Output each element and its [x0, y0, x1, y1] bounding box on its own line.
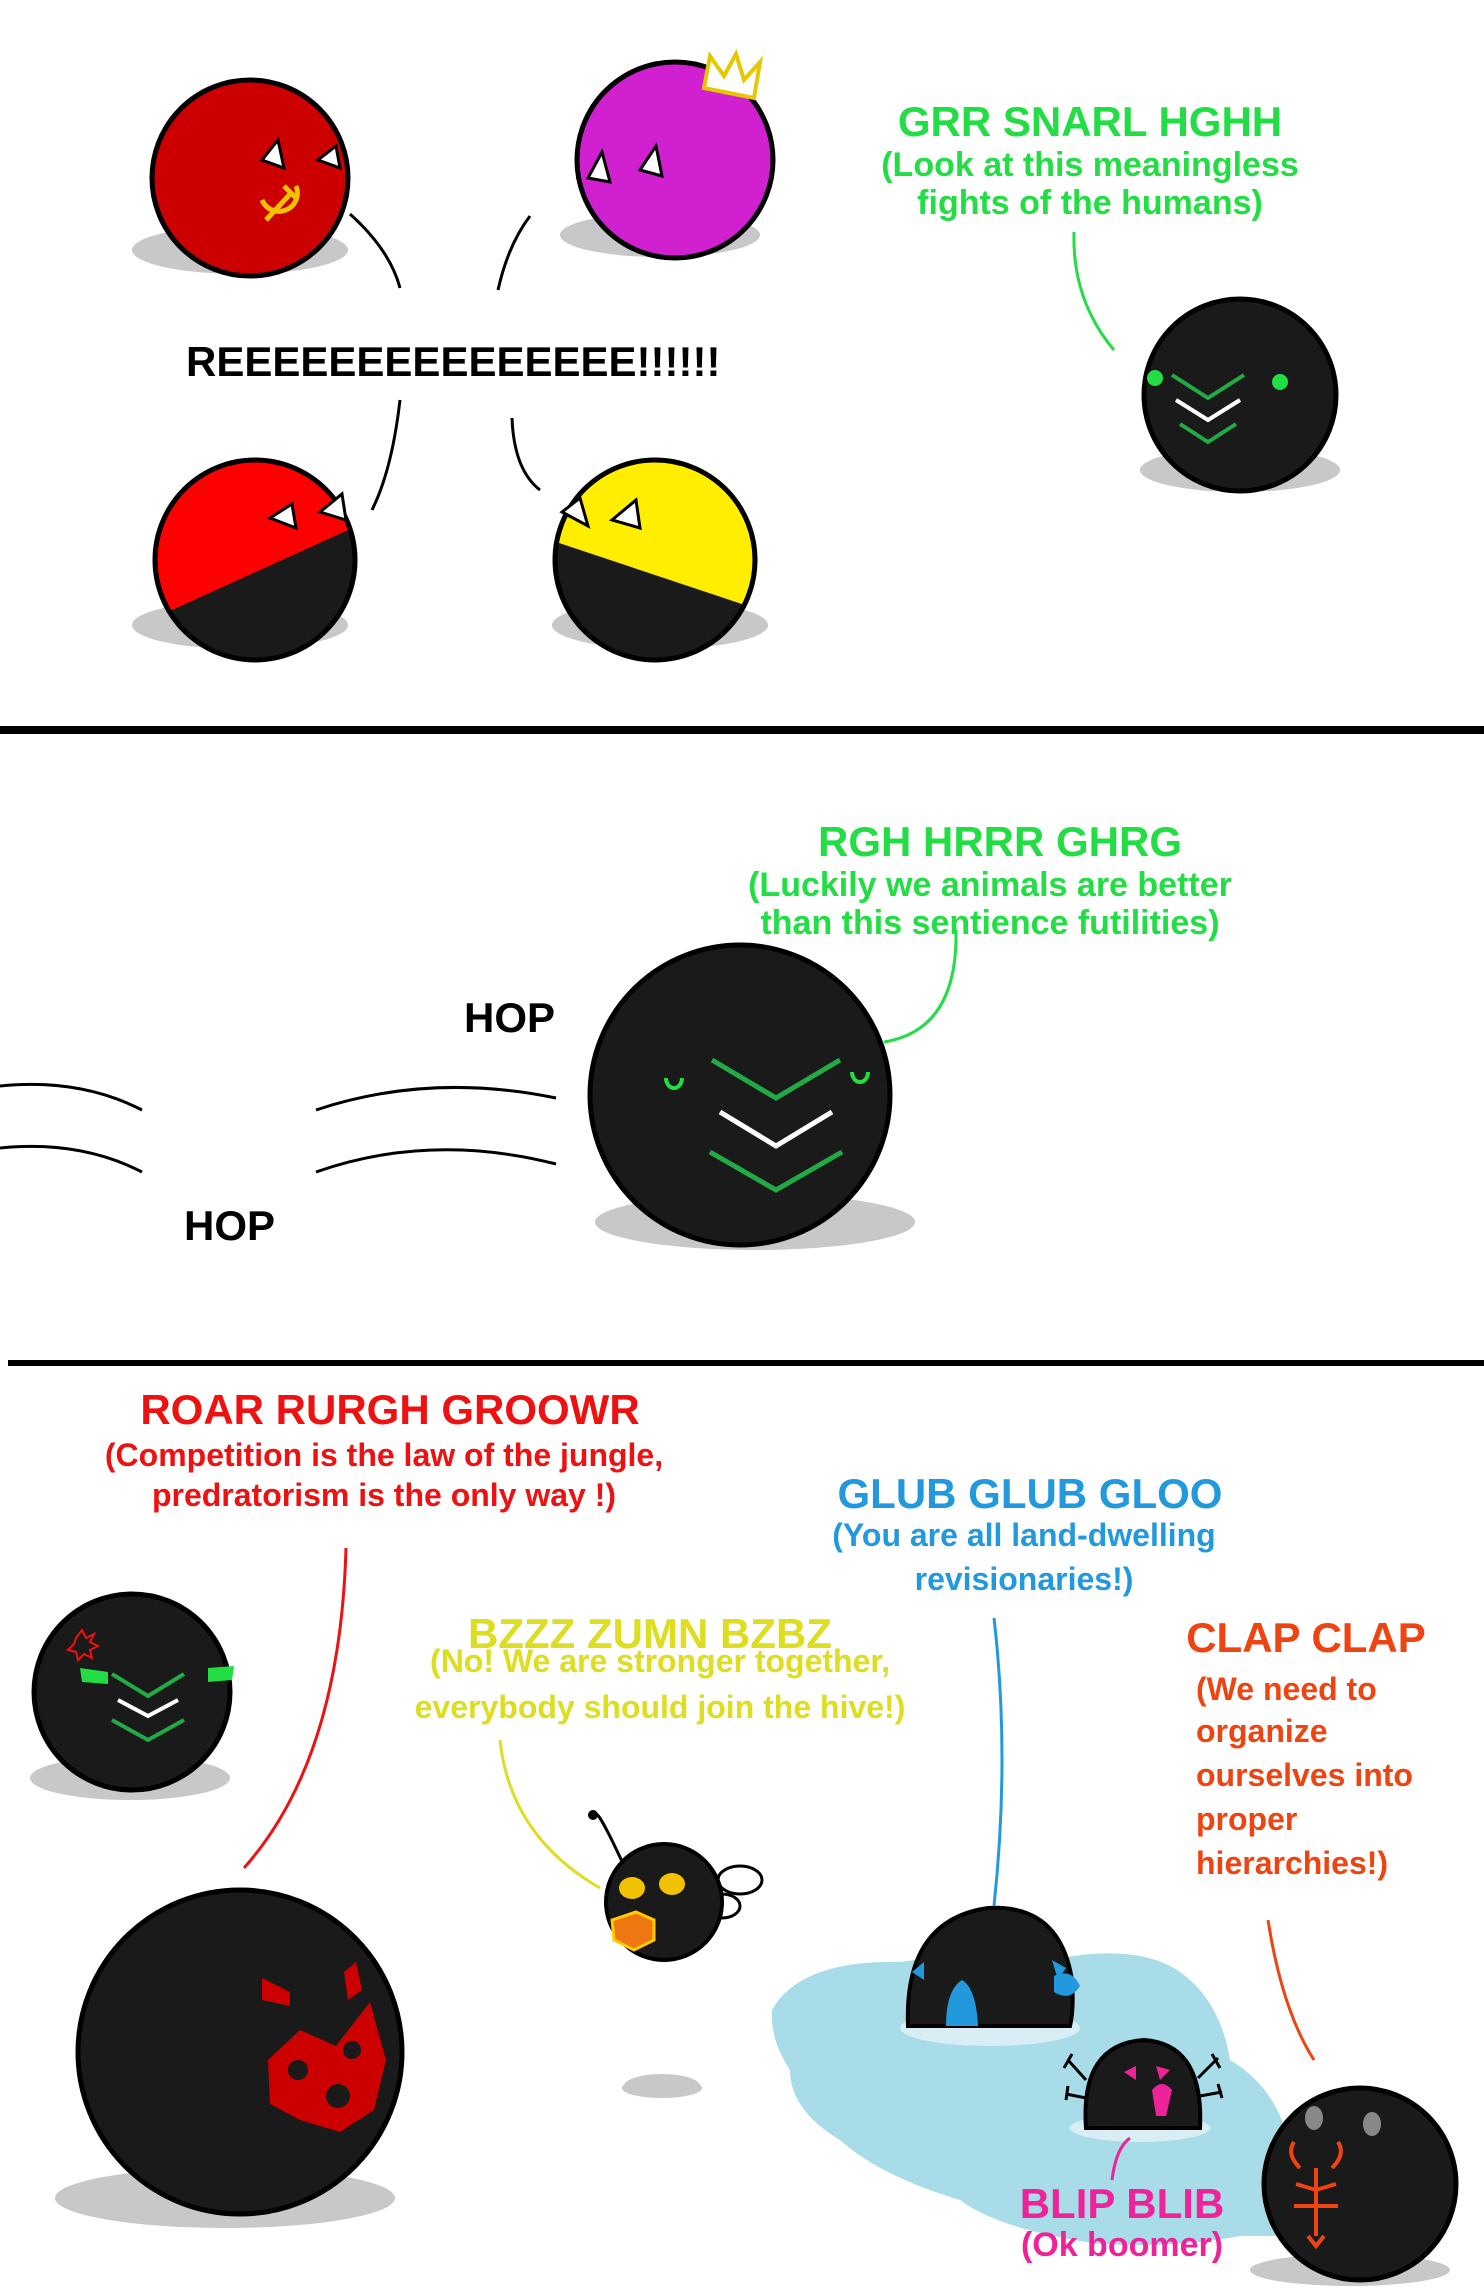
eye-icon [659, 1873, 685, 1895]
wing-icon [716, 1864, 764, 1896]
fish-ball-translation-line2: revisionaries!) [915, 1561, 1134, 1597]
pink-ball [1062, 2037, 1224, 2142]
green-ball-translation-2-line1: (Luckily we animals are better [748, 866, 1232, 904]
green-ball-translation-line2: fights of the humans) [917, 184, 1263, 222]
shout-text: REEEEEEEEEEEEEEE!!!!!! [186, 338, 720, 385]
eye-icon [344, 1962, 362, 2000]
eye-icon [1124, 2066, 1136, 2080]
chevron-icon [111, 1718, 185, 1743]
eye-icon [619, 1877, 645, 1899]
crab-ball-translation-line4: proper [1196, 1801, 1297, 1837]
eye-icon [608, 497, 642, 531]
crown-icon [701, 48, 764, 101]
eye-icon [1272, 374, 1288, 390]
chevron-icon [718, 1109, 834, 1149]
green-ball-sound: GRR SNARL HGHH [898, 98, 1282, 145]
eye-icon [637, 142, 664, 179]
eye-icon [314, 143, 342, 171]
crab-ball-translation-line3: ourselves into [1196, 1757, 1413, 1793]
speech-tail [883, 929, 958, 1044]
eye-icon [1052, 1960, 1066, 1980]
green-ball-translation-2-line2: than this sentience futilities) [760, 904, 1219, 942]
speech-tails [348, 212, 541, 511]
lobster-icon [1289, 2140, 1343, 2250]
red-ball-translation-line1: (Competition is the law of the jungle, [105, 1437, 663, 1473]
speech-tail [1266, 1919, 1316, 2061]
eye-icon [262, 1978, 290, 2006]
speech-tail [992, 1617, 1004, 1907]
purple-ball [560, 48, 776, 261]
green-ball-sound-2: RGH HRRR GHRG [818, 818, 1182, 865]
chevron-icon [110, 1672, 186, 1699]
panel-3: ROAR RURGH GROOWR (Competition is the la… [30, 1386, 1459, 2286]
eye-icon [664, 1077, 684, 1090]
fish-ball-translation-line1: (You are all land-dwelling [832, 1517, 1215, 1553]
fish-ball-sound: GLUB GLUB GLOO [838, 1470, 1223, 1517]
chevron-icon [710, 1057, 842, 1101]
speech-tail [498, 1739, 601, 1890]
anger-mark-icon [66, 1628, 101, 1662]
jaguar-pattern-icon [268, 2002, 386, 2132]
bee-ball-translation-line2: everybody should join the hive!) [415, 1689, 906, 1725]
hammer-sickle-icon [259, 184, 300, 222]
eye-icon [912, 1962, 924, 1980]
crab-ball-translation-line2: organize [1196, 1713, 1328, 1749]
chevron-icon [1170, 373, 1246, 401]
panel-1: REEEEEEEEEEEEEEE!!!!!! GRR SNARL HGHH (L… [132, 48, 1340, 663]
pink-ball-sound: BLIP BLIB [1020, 2180, 1225, 2227]
eye-icon [259, 136, 287, 171]
angry-green-ball [30, 1591, 234, 1800]
green-chevron-ball-jumping [587, 942, 915, 1250]
eye-icon [1363, 2112, 1381, 2136]
axolotl-icon [1152, 2084, 1172, 2116]
eye-icon [559, 495, 591, 530]
fish-fin-icon [946, 1980, 978, 2026]
eye-icon [208, 1666, 234, 1682]
bee-ball-translation-line1: (No! We are stronger together, [430, 1643, 890, 1679]
red-ball-sound: ROAR RURGH GROOWR [140, 1386, 639, 1433]
bee-ball-sound: BZZZ ZUMN BZBZ [468, 1610, 832, 1657]
green-ball-translation-line1: (Look at this meaningless [881, 146, 1299, 184]
yellow-black-ball [552, 457, 768, 663]
eye-icon [585, 147, 613, 184]
panel-divider [0, 726, 1484, 734]
red-ball-translation-line2: predratorism is the only way !) [152, 1477, 616, 1513]
red-black-ball [132, 457, 358, 663]
shadow [622, 2078, 702, 2098]
chevron-icon [1178, 422, 1238, 445]
honeycomb-icon [610, 1910, 656, 1952]
fish-ball [900, 1905, 1080, 2046]
chevron-icon [708, 1149, 844, 1193]
pink-ball-translation: (Ok boomer) [1021, 2226, 1223, 2264]
eye-icon [266, 501, 298, 531]
soviet-ball [132, 77, 351, 279]
hop-lower-text: HOP [184, 1202, 275, 1249]
motion-lines [0, 1082, 557, 1174]
crab-ball-sound: CLAP CLAP [1186, 1614, 1426, 1661]
eye-icon [1147, 370, 1163, 386]
predator-ball [55, 1887, 405, 2228]
eye-icon [80, 1668, 108, 1684]
gill-icon [1062, 2053, 1224, 2101]
bee-ball [588, 1810, 764, 2098]
fish-fin-icon [1054, 1973, 1080, 1996]
eye-icon [316, 491, 348, 523]
green-chevron-ball [1140, 296, 1340, 494]
chevron-icon [1174, 398, 1242, 423]
speech-tail [1110, 2136, 1131, 2181]
eye-icon [1156, 2066, 1170, 2080]
eye-icon [1305, 2106, 1323, 2130]
crab-ball-translation-line1: (We need to [1196, 1671, 1377, 1707]
panel-2: HOP HOP RGH HRRR GHRG (Luckily we animal… [0, 818, 1232, 1250]
speech-tail [242, 1547, 348, 1869]
speech-tail [1072, 231, 1116, 351]
hop-upper-text: HOP [464, 994, 555, 1041]
lobster-ball [1250, 2085, 1459, 2286]
crab-ball-translation-line5: hierarchies!) [1196, 1845, 1388, 1881]
eye-icon [850, 1071, 870, 1084]
panel-divider [8, 1360, 1484, 1366]
chevron-icon [117, 1698, 179, 1719]
